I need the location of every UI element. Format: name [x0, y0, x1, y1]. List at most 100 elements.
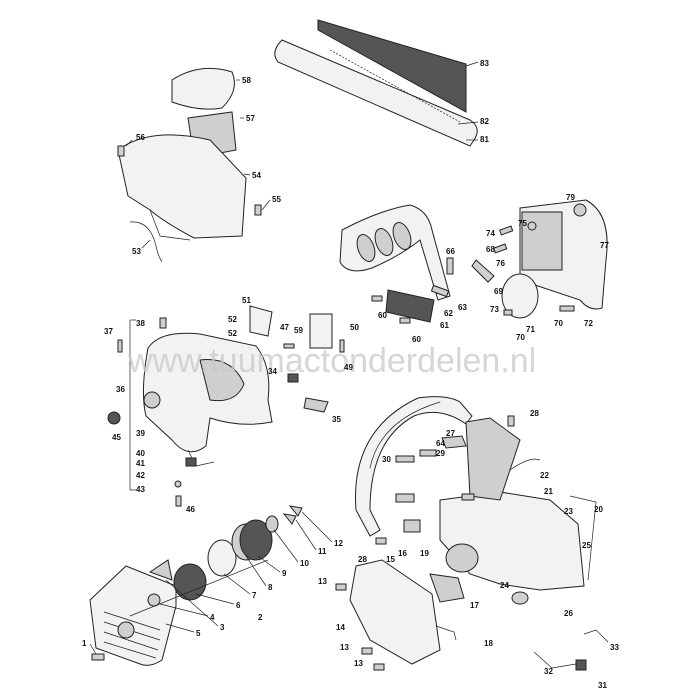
callout-79: 79: [566, 193, 575, 202]
chain-guard: [317, 19, 467, 113]
spring-64: [419, 449, 437, 457]
callout-28b: 28: [358, 555, 367, 564]
callout-13a: 13: [318, 577, 327, 586]
callout-64: 64: [436, 439, 445, 448]
starter-handle: [148, 559, 173, 581]
callout-52b: 52: [228, 329, 237, 338]
callout-28a: 28: [530, 409, 539, 418]
callout-37: 37: [104, 327, 113, 336]
filter-cover: [171, 67, 235, 110]
callout-12: 12: [334, 539, 343, 548]
pin-37: [117, 339, 123, 353]
callout-68: 68: [486, 245, 495, 254]
callout-45: 45: [112, 433, 121, 442]
callout-62: 62: [444, 309, 453, 318]
guide-bar-group: [274, 19, 479, 147]
callout-27: 27: [446, 429, 455, 438]
callout-labels: 83 82 81 58 57 56 54 55 53 79 75 74 77 6…: [82, 59, 619, 690]
screw-56: [117, 145, 125, 157]
plate-49: [309, 313, 333, 349]
callout-43: 43: [136, 485, 145, 494]
callout-38: 38: [136, 319, 145, 328]
clip-12: [288, 505, 303, 517]
leader-lines: [89, 511, 333, 655]
top-cover: [117, 134, 247, 239]
pin-72: [559, 305, 575, 312]
pin-50: [339, 339, 345, 353]
callout-13b: 13: [340, 643, 349, 652]
callout-30: 30: [382, 455, 391, 464]
callout-60b: 60: [412, 335, 421, 344]
switch-31: [575, 659, 587, 671]
callout-34: 34: [268, 367, 277, 376]
pin-68: [493, 243, 508, 254]
callout-22: 22: [540, 471, 549, 480]
part-27: [441, 435, 467, 449]
callout-9: 9: [282, 569, 287, 578]
wire-20: [569, 495, 597, 581]
screw-70: [503, 309, 513, 316]
front-guard-group: [339, 204, 454, 301]
handle-cover: [349, 559, 441, 665]
callout-17: 17: [470, 601, 479, 610]
part-34: [287, 373, 299, 383]
callout-59: 59: [294, 326, 303, 335]
callout-46: 46: [186, 505, 195, 514]
spring-62: [430, 284, 450, 298]
pulley-7: [207, 539, 237, 577]
pawl-11: [282, 513, 297, 525]
screw-28b: [375, 537, 387, 545]
callout-39: 39: [136, 429, 145, 438]
callout-11: 11: [318, 547, 327, 556]
callout-57: 57: [246, 114, 255, 123]
callout-56: 56: [136, 133, 145, 142]
callout-24: 24: [500, 581, 509, 590]
nut-75: [527, 221, 537, 231]
callout-82: 82: [480, 117, 489, 126]
screw-13b: [361, 647, 373, 655]
callout-18: 18: [484, 639, 493, 648]
callout-4: 4: [210, 613, 215, 622]
callout-81: 81: [480, 135, 489, 144]
callout-15: 15: [386, 555, 395, 564]
part-19: [403, 519, 421, 533]
callout-66: 66: [446, 247, 455, 256]
callout-54: 54: [252, 171, 261, 180]
pin-74: [499, 225, 514, 236]
callout-53: 53: [132, 247, 141, 256]
callout-16: 16: [398, 549, 407, 558]
screw-46: [175, 495, 182, 507]
screw-13c: [373, 663, 385, 671]
callout-50: 50: [350, 323, 359, 332]
callout-49: 49: [344, 363, 353, 372]
screw-13a: [335, 583, 347, 591]
top-cover-group: [117, 67, 271, 263]
pin-60a: [371, 295, 383, 302]
callout-8: 8: [268, 583, 273, 592]
callout-10: 10: [300, 559, 309, 568]
starter-group: [89, 505, 303, 666]
cable-33: [583, 629, 609, 643]
tube: [129, 221, 163, 263]
callout-69: 69: [494, 287, 503, 296]
callout-1: 1: [82, 639, 87, 648]
callout-33: 33: [610, 643, 619, 652]
callout-55: 55: [272, 195, 281, 204]
callout-76: 76: [496, 259, 505, 268]
tube-22: [509, 458, 541, 471]
chain-brake-guard: [339, 204, 451, 301]
callout-72: 72: [584, 319, 593, 328]
callout-41: 41: [136, 459, 145, 468]
crankcase-group: [107, 305, 345, 507]
callout-31: 31: [598, 681, 607, 690]
callout-5: 5: [196, 629, 201, 638]
wire-32: [533, 651, 577, 669]
bracket-12: [395, 493, 415, 503]
callout-73: 73: [490, 305, 499, 314]
brake-band: [501, 273, 539, 319]
lever-69: [471, 259, 495, 283]
fuel-cap: [445, 543, 479, 573]
callout-14: 14: [336, 623, 345, 632]
washer-10: [265, 515, 279, 533]
